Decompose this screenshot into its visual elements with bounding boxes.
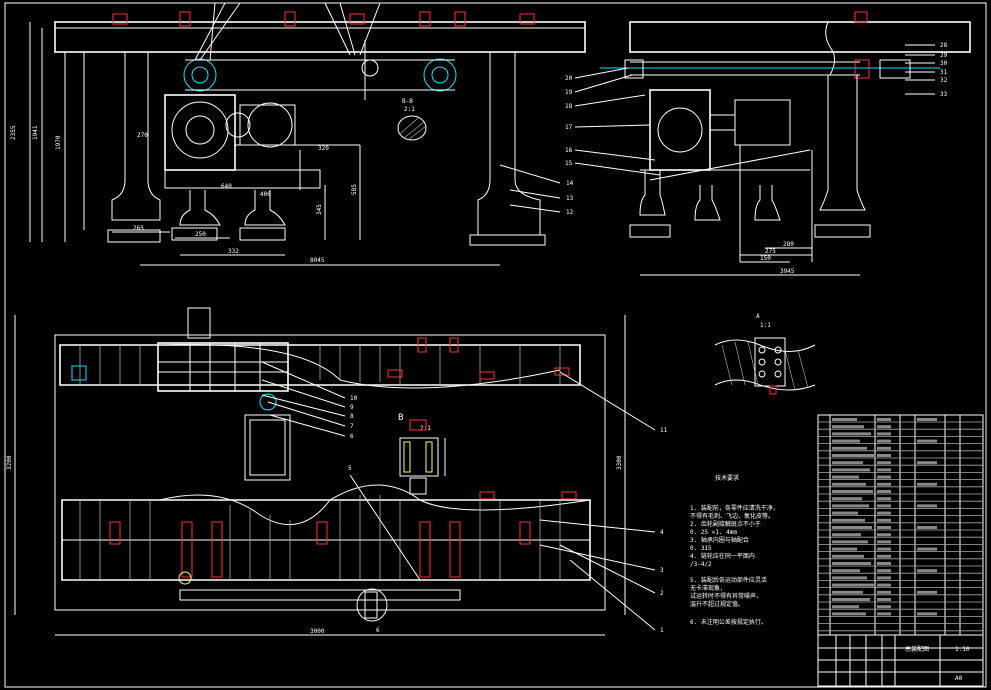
note-line-12: 温升不超过规定值。: [690, 600, 744, 608]
side-dim-3945: 3945: [780, 268, 795, 275]
front-part-14: 14: [566, 180, 574, 187]
note-line-1: 1. 装配前，各零件应清洗干净，: [690, 504, 779, 512]
note-line-9: 5. 装配后各运动部件应灵活: [690, 576, 767, 584]
dim-2355: 2355: [10, 125, 17, 140]
side-part-29: 29: [940, 52, 948, 59]
plan-part-2: 2: [660, 590, 664, 597]
section-b-b-label: B-B: [402, 98, 413, 105]
plan-view: 3200 3300 3000: [6, 307, 668, 636]
dim-270: 270: [137, 132, 148, 139]
side-dim-275: 275: [765, 248, 776, 255]
side-part-32: 32: [940, 77, 948, 84]
dim-265: 265: [133, 225, 144, 232]
plan-dim-3200: 3200: [6, 455, 13, 470]
side-part-20: 20: [565, 75, 573, 82]
side-part-30: 30: [940, 60, 948, 67]
dim-320: 320: [318, 145, 329, 152]
notes-title: 技术要求: [715, 474, 739, 482]
side-part-17: 17: [565, 124, 573, 131]
front-view: B-B 2:1 2355 1941 1970 8045 265 250 332 …: [10, 2, 586, 266]
plan-part-9: 9: [350, 404, 354, 411]
chain-detail-label: A: [756, 313, 760, 320]
side-part-15: 15: [565, 160, 573, 167]
dim-640: 640: [221, 183, 232, 190]
section-ratio-label: 2:1: [404, 106, 415, 113]
plan-part-11: 11: [660, 427, 668, 434]
dim-400: 400: [260, 191, 271, 198]
drawing-border: [4, 2, 987, 688]
front-part-12: 12: [566, 209, 574, 216]
plan-dim-3300: 3300: [616, 455, 623, 470]
dim-585: 585: [351, 184, 358, 195]
side-dim-280: 280: [783, 241, 794, 248]
note-line-3: 2. 齿轮副接触斑点不小于: [690, 520, 761, 528]
plan-part-7: 7: [350, 423, 354, 430]
side-part-18: 18: [565, 103, 573, 110]
dim-332: 332: [228, 248, 239, 255]
side-part-16: 16: [565, 147, 573, 154]
title-block-scale: 1:10: [955, 646, 970, 653]
plan-part-1: 1: [660, 627, 664, 634]
plan-part-3: 3: [660, 567, 664, 574]
plan-part-8: 8: [350, 413, 354, 420]
plan-part-4: 4: [660, 529, 664, 536]
note-line-13: 6. 未注明公差按规定执行。: [690, 618, 767, 626]
plan-dim-3000: 3000: [310, 628, 325, 635]
side-dim-150: 150: [760, 255, 771, 262]
note-line-2: 不得有毛刺、飞边、氧化皮等。: [690, 512, 774, 520]
title-block-sheet: A0: [955, 675, 963, 682]
side-view: 3945 150 275 280 20 19 18 17 16 15 28 29…: [565, 11, 971, 276]
front-part-13: 13: [566, 195, 574, 202]
plan-part-10: 10: [350, 395, 358, 402]
dim-345: 345: [316, 204, 323, 215]
side-part-31: 31: [940, 69, 948, 76]
dim-250: 250: [195, 231, 206, 238]
note-line-4: 0. 25 ×1. 4mm: [690, 529, 737, 536]
note-line-10: 无卡滞现象，: [690, 584, 726, 592]
side-part-33: 33: [940, 91, 948, 98]
side-part-28: 28: [940, 42, 948, 49]
note-line-5: 3. 轴承内圈与轴配合: [690, 536, 749, 544]
note-line-8: /3-4/2: [690, 561, 712, 568]
side-part-19: 19: [565, 89, 573, 96]
technical-notes: 技术要求 1. 装配前，各零件应清洗干净， 不得有毛刺、飞边、氧化皮等。 2. …: [690, 474, 779, 626]
plan-part-5: 5: [348, 465, 352, 472]
dim-1970: 1970: [55, 135, 62, 150]
chain-detail-ratio: 1:1: [760, 322, 771, 329]
title-block: [817, 414, 984, 687]
note-line-11: 试运转时不得有异常噪声，: [690, 592, 762, 600]
note-line-7: 4. 链轮应在同一平面内: [690, 552, 755, 560]
dim-1941: 1941: [32, 125, 39, 140]
note-line-6: 0. 315: [690, 545, 712, 552]
plan-part-6: 6: [350, 433, 354, 440]
chain-detail: A 1:1: [714, 313, 816, 395]
title-block-name: 总装配图: [905, 645, 929, 653]
detail-b-title: B: [398, 413, 403, 423]
dim-8045: 8045: [310, 257, 325, 264]
plan-label-6b: 6: [376, 627, 380, 634]
